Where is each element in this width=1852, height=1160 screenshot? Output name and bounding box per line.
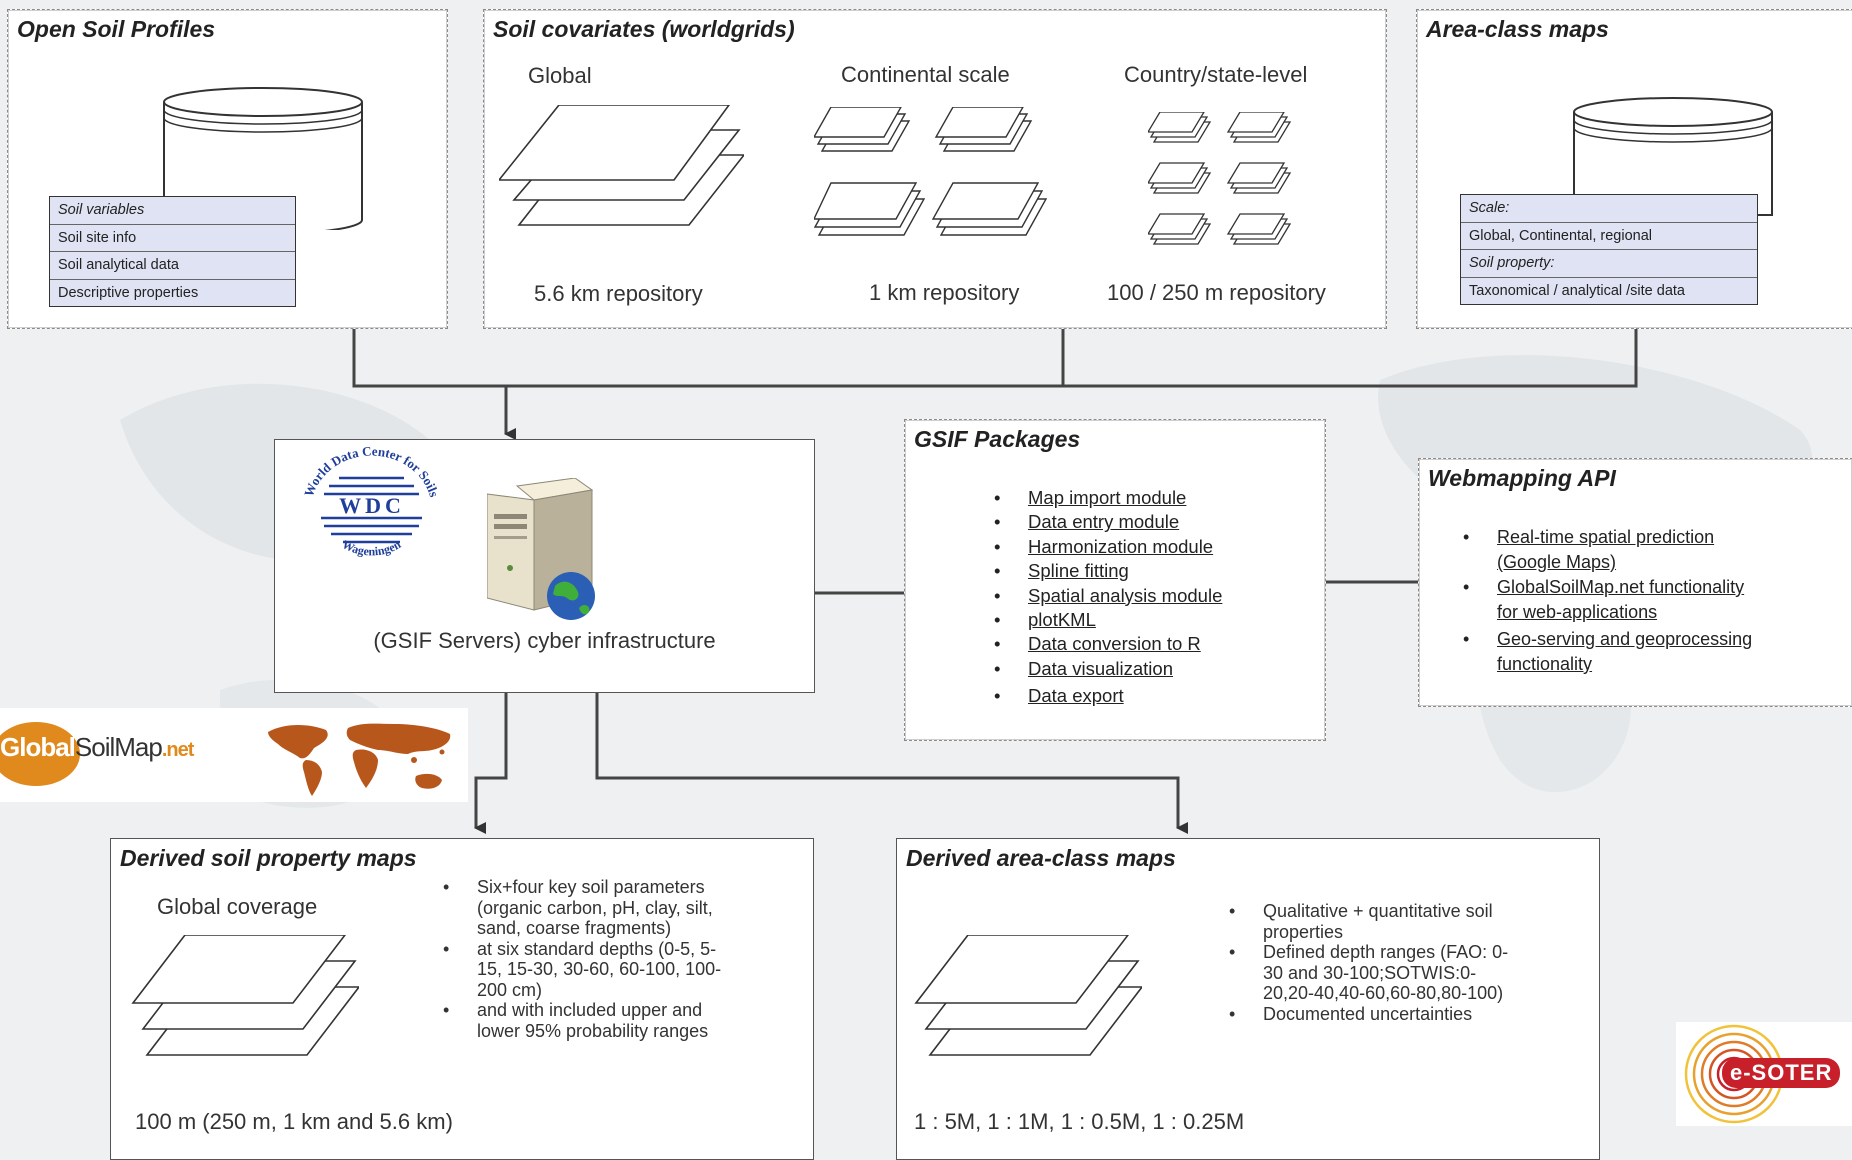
svg-text:Wageningen: Wageningen: [340, 537, 404, 558]
svg-text:World Data Center for Soils: World Data Center for Soils: [301, 444, 442, 499]
list-item: Documented uncertainties: [1227, 1004, 1508, 1025]
derived-area-class-title: Derived area-class maps: [906, 845, 1176, 871]
list-item[interactable]: Spatial analysis module: [992, 584, 1222, 609]
area-class-scale-label: 1 : 5M, 1 : 1M, 1 : 0.5M, 1 : 0.25M: [914, 1109, 1245, 1134]
area-class-bullets: Qualitative + quantitative soilpropertie…: [1227, 901, 1508, 1024]
globalsoilmap-badge: [0, 722, 80, 786]
globalsoilmap-logo: GlobalSoilMap.net: [0, 708, 468, 802]
gsif-servers-panel: WDC World Data Center for Soils Wagening…: [274, 439, 815, 693]
area-class-maps-title: Area-class maps: [1426, 16, 1609, 42]
gsif-packages-title: GSIF Packages: [914, 426, 1081, 452]
e-soter-wordmark: e-SOTER: [1722, 1058, 1841, 1088]
country-grid-layers-icon: [1148, 112, 1292, 245]
derived-soil-property-panel: Derived soil property maps Global covera…: [110, 838, 814, 1160]
table-row: Scale:: [1461, 195, 1757, 223]
property-bullets: Six+four key soil parameters(organic car…: [441, 877, 721, 1041]
wdc-soils-logo: WDC World Data Center for Soils Wagening…: [301, 444, 442, 558]
globalsoilmap-word-net: .net: [161, 739, 195, 761]
list-item[interactable]: Map import module: [992, 486, 1222, 511]
continental-repository-label: 1 km repository: [869, 280, 1020, 305]
globalsoilmap-word-soilmap: SoilMap: [74, 732, 163, 762]
derived-soil-property-title: Derived soil property maps: [120, 845, 417, 871]
table-row: Soil variables: [50, 197, 295, 225]
country-repository-label: 100 / 250 m repository: [1107, 280, 1326, 305]
continental-grid-layers-icon: [814, 107, 1048, 236]
packages-list: Map import module Data entry module Harm…: [992, 486, 1222, 709]
soil-profile-table: Soil variables Soil site info Soil analy…: [49, 196, 296, 307]
open-soil-profiles-panel: Open Soil Profiles Soil variables Soil s…: [7, 9, 448, 329]
webmapping-api-title: Webmapping API: [1428, 465, 1616, 491]
list-item: Defined depth ranges (FAO: 0-30 and 30-1…: [1227, 942, 1508, 1004]
country-heading: Country/state-level: [1124, 62, 1308, 87]
servers-label: (GSIF Servers) cyber infrastructure: [373, 628, 716, 653]
wdc-logo-center-text: WDC: [339, 493, 405, 518]
webmapping-list: Real-time spatial prediction(Google Maps…: [1461, 525, 1752, 677]
gsif-packages-panel: GSIF Packages Map import module Data ent…: [904, 419, 1326, 741]
table-row: Soil property:: [1461, 250, 1757, 278]
table-row: Soil analytical data: [50, 252, 295, 280]
global-grid-layers-icon: [499, 105, 744, 226]
world-map-icon: [268, 723, 451, 796]
wdc-logo-bottom-text: Wageningen: [340, 537, 404, 558]
list-item[interactable]: Data conversion to R: [992, 632, 1222, 657]
table-row: Global, Continental, regional: [1461, 223, 1757, 250]
soil-covariates-title: Soil covariates (worldgrids): [493, 16, 795, 42]
global-heading: Global: [528, 63, 592, 88]
property-resolution-label: 100 m (250 m, 1 km and 5.6 km): [135, 1109, 453, 1134]
table-row: Taxonomical / analytical /site data: [1469, 282, 1685, 299]
list-item: Six+four key soil parameters(organic car…: [441, 877, 721, 939]
property-map-layers-icon: [131, 935, 359, 1056]
server-icon: [487, 478, 595, 620]
list-item[interactable]: Spline fitting: [992, 559, 1222, 584]
wdc-logo-top-text: World Data Center for Soils: [301, 444, 442, 499]
area-class-layers-icon: [914, 935, 1142, 1056]
list-item[interactable]: Data export: [992, 684, 1222, 709]
table-row: Descriptive properties: [58, 284, 199, 301]
continental-heading: Continental scale: [841, 62, 1010, 87]
list-item[interactable]: Geo-serving and geoprocessingfunctionali…: [1461, 627, 1752, 677]
list-item: at six standard depths (0-5, 5-15, 15-30…: [441, 939, 721, 1001]
derived-area-class-panel: Derived area-class maps Qualitative + qu…: [896, 838, 1600, 1160]
soil-covariates-panel: Soil covariates (worldgrids) Global Cont…: [483, 9, 1387, 329]
e-soter-logo: e-SOTER: [1676, 1022, 1852, 1126]
list-item[interactable]: plotKML: [992, 608, 1222, 633]
list-item[interactable]: Data entry module: [992, 510, 1222, 535]
area-class-maps-panel: Area-class maps Scale: Global, Continent…: [1416, 9, 1852, 329]
area-class-table: Scale: Global, Continental, regional Soi…: [1460, 194, 1758, 305]
global-coverage-label: Global coverage: [157, 894, 318, 919]
list-item[interactable]: Harmonization module: [992, 535, 1222, 560]
globalsoilmap-wordmark: GlobalSoilMap.net: [0, 732, 195, 763]
webmapping-api-panel: Webmapping API Real-time spatial predict…: [1418, 458, 1852, 707]
global-repository-label: 5.6 km repository: [534, 281, 703, 306]
table-row: Soil site info: [50, 225, 295, 252]
list-item[interactable]: Real-time spatial prediction(Google Maps…: [1461, 525, 1752, 575]
open-soil-profiles-title: Open Soil Profiles: [17, 16, 216, 42]
list-item: Qualitative + quantitative soilpropertie…: [1227, 901, 1508, 942]
list-item[interactable]: Data visualization: [992, 657, 1222, 682]
globalsoilmap-word-global: Global: [0, 732, 76, 762]
